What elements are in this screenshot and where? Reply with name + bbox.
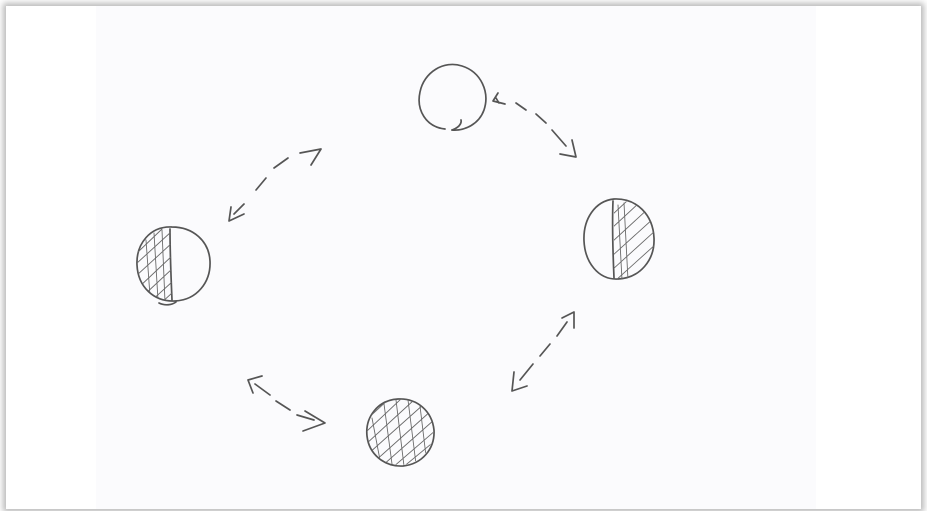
arrow-third-quarter-to-full <box>229 149 321 221</box>
arrow-new-to-third-quarter <box>248 376 325 431</box>
first-quarter-shading <box>612 200 658 285</box>
new-moon <box>366 398 436 468</box>
first-quarter-moon <box>584 199 658 285</box>
arrow-first-quarter-to-new <box>512 312 574 391</box>
arrow-full-to-first-quarter <box>493 93 576 157</box>
third-quarter-shading <box>136 229 172 304</box>
third-quarter-moon <box>136 227 210 305</box>
full-moon <box>419 64 486 130</box>
